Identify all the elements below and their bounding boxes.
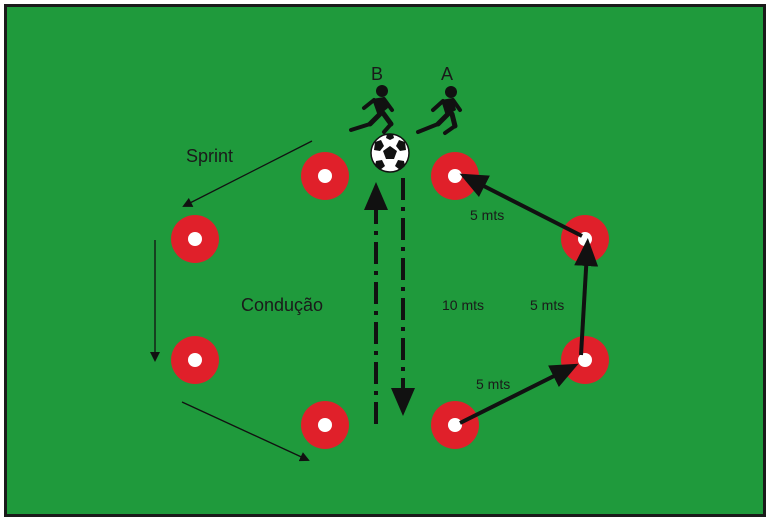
sprint-label: Sprint [186, 146, 234, 166]
cone-icon [431, 152, 479, 200]
cones [171, 152, 609, 449]
distance-label-right: 5 mts [530, 297, 565, 313]
player-silhouette-icon [416, 86, 462, 135]
distance-label-top: 5 mts [470, 207, 505, 223]
soccer-ball-icon [370, 133, 410, 173]
distance-label-bottom: 5 mts [476, 376, 511, 392]
cone-icon [561, 336, 609, 384]
distance-label-10: 10 mts [442, 297, 485, 313]
path-arrow-1 [459, 363, 579, 425]
player-a-label: A [441, 64, 454, 84]
cone-icon [171, 336, 219, 384]
cone-icon [301, 152, 349, 200]
cone-icon [171, 215, 219, 263]
path-arrow-3 [459, 173, 583, 238]
sprint-arrow-3 [181, 401, 310, 462]
path-arrow-2 [574, 238, 599, 356]
conducao-label: Condução [241, 295, 324, 315]
sprint-arrow-1 [182, 140, 313, 207]
cone-icon [431, 401, 479, 449]
conducao-path [364, 178, 415, 424]
player-b-label: B [371, 64, 384, 84]
sprint-path [150, 140, 313, 462]
player-silhouette-icon [349, 85, 394, 134]
passing-path [459, 173, 599, 425]
cone-icon [301, 401, 349, 449]
